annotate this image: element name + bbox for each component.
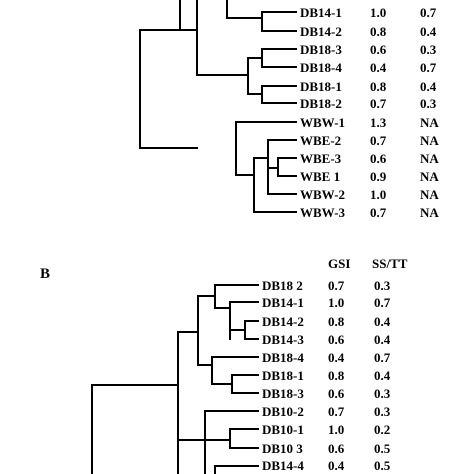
- a-label: DB14-1: [300, 5, 342, 20]
- b-ss-tt: 0.4: [374, 368, 391, 383]
- b-header-ss-tt: SS/TT: [372, 256, 408, 271]
- a-gsi: 0.8: [370, 24, 387, 39]
- a-gsi: 1.3: [370, 115, 387, 130]
- b-ss-tt: 0.2: [374, 422, 390, 437]
- b-label: DB10-2: [262, 404, 304, 419]
- a-label: DB18-1: [300, 79, 342, 94]
- a-label: WBE-2: [300, 133, 341, 148]
- b-label: DB10 3: [262, 441, 303, 456]
- b-gsi: 0.6: [328, 332, 345, 347]
- a-gsi: 1.0: [370, 5, 386, 20]
- a-ss-tt: NA: [420, 169, 439, 184]
- b-ss-tt: 0.3: [374, 278, 391, 293]
- b-label: DB14-1: [262, 295, 304, 310]
- b-label: DB14-2: [262, 314, 304, 329]
- panel-a: DB14-1 1.0 0.7 DB14-2 0.8 0.4 DB18-3 0.6…: [139, 0, 439, 220]
- a-ss-tt: NA: [420, 205, 439, 220]
- b-ss-tt: 0.3: [374, 386, 391, 401]
- b-label: DB14-3: [262, 332, 304, 347]
- b-gsi: 0.4: [328, 458, 345, 473]
- a-label: WBW-3: [300, 205, 346, 220]
- panel-a-tree: [139, 0, 297, 213]
- a-ss-tt: NA: [420, 151, 439, 166]
- b-gsi: 0.6: [328, 441, 345, 456]
- b-label: DB18-1: [262, 368, 304, 383]
- a-label: WBE-3: [300, 151, 342, 166]
- b-gsi: 0.7: [328, 404, 345, 419]
- a-label: DB18-4: [300, 60, 342, 75]
- a-label: WBW-2: [300, 187, 345, 202]
- b-gsi: 1.0: [328, 295, 344, 310]
- a-ss-tt: 0.3: [420, 96, 437, 111]
- panel-b: B GSI SS/TT: [40, 256, 408, 474]
- b-ss-tt: 0.5: [374, 458, 391, 473]
- a-gsi: 0.8: [370, 79, 387, 94]
- a-gsi: 0.9: [370, 169, 387, 184]
- b-gsi: 0.6: [328, 386, 345, 401]
- panel-b-label: B: [40, 266, 50, 282]
- a-gsi: 0.7: [370, 133, 387, 148]
- b-ss-tt: 0.7: [374, 350, 391, 365]
- a-gsi: 0.6: [370, 151, 387, 166]
- a-ss-tt: NA: [420, 133, 439, 148]
- panel-b-labels: DB18 2 0.7 0.3 DB14-1 1.0 0.7 DB14-2 0.8…: [262, 278, 391, 473]
- b-ss-tt: 0.4: [374, 332, 391, 347]
- b-ss-tt: 0.3: [374, 404, 391, 419]
- a-label: WBE 1: [300, 169, 340, 184]
- b-label: DB18 2: [262, 278, 303, 293]
- b-label: DB18-4: [262, 350, 304, 365]
- b-gsi: 0.8: [328, 314, 345, 329]
- a-gsi: 0.6: [370, 42, 387, 57]
- b-label: DB10-1: [262, 422, 304, 437]
- b-gsi: 0.8: [328, 368, 345, 383]
- a-gsi: 0.7: [370, 205, 387, 220]
- a-ss-tt: 0.7: [420, 5, 437, 20]
- b-label: DB14-4: [262, 458, 304, 473]
- a-gsi: 0.7: [370, 96, 387, 111]
- b-ss-tt: 0.5: [374, 441, 391, 456]
- a-gsi: 0.4: [370, 60, 387, 75]
- panel-a-labels: DB14-1 1.0 0.7 DB14-2 0.8 0.4 DB18-3 0.6…: [300, 5, 439, 220]
- a-label: DB18-3: [300, 42, 342, 57]
- a-ss-tt: NA: [420, 187, 439, 202]
- b-header-gsi: GSI: [328, 256, 350, 271]
- a-label: DB14-2: [300, 24, 342, 39]
- a-label: DB18-2: [300, 96, 342, 111]
- a-ss-tt: 0.3: [420, 42, 437, 57]
- b-ss-tt: 0.7: [374, 295, 391, 310]
- a-ss-tt: 0.7: [420, 60, 437, 75]
- b-ss-tt: 0.4: [374, 314, 391, 329]
- b-gsi: 1.0: [328, 422, 344, 437]
- a-gsi: 1.0: [370, 187, 386, 202]
- a-ss-tt: 0.4: [420, 24, 437, 39]
- b-gsi: 0.7: [328, 278, 345, 293]
- a-ss-tt: 0.4: [420, 79, 437, 94]
- a-label: WBW-1: [300, 115, 345, 130]
- b-gsi: 0.4: [328, 350, 345, 365]
- panel-b-tree: [91, 284, 259, 474]
- b-label: DB18-3: [262, 386, 304, 401]
- a-ss-tt: NA: [420, 115, 439, 130]
